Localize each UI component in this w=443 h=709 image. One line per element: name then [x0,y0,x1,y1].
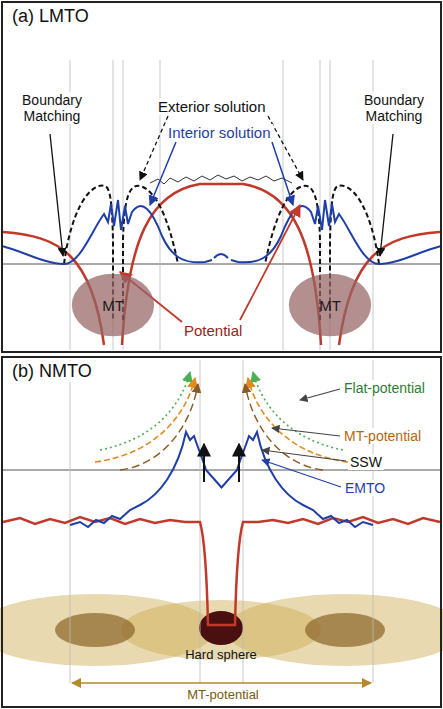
annotation-label: Boundary Matching [8,92,96,124]
annotation-label: EMTO [343,480,387,496]
range-bracket [72,682,371,684]
annotation-label: Interior solution [166,124,273,141]
annotation-label: Hard sphere [181,648,261,663]
sphere-regions [0,594,443,666]
potential-curve [3,184,222,345]
leader-line [50,134,63,256]
nmto-half [3,360,222,683]
sphere-label: MT [319,297,341,314]
leader-line [150,142,176,205]
potential-curve [3,517,222,625]
annotation-label: Flat-potential [342,380,427,396]
panel-heading: (b) NMTO [9,361,95,382]
nmto-half-mirror [221,360,440,683]
annotation-label: MT-potential [342,428,423,444]
interior-solution-curve [214,254,228,258]
leader-line [272,428,340,436]
leader-line [262,460,341,487]
annotation-label: SSW [348,454,384,470]
leader-line [300,389,340,400]
muffin-tin-sphere: MT [71,273,155,337]
sphere-fill [289,274,371,337]
potential-noise [150,175,292,184]
mt-potential-curve [95,378,195,462]
emto-curve [70,432,222,527]
leader-line [272,142,293,205]
leader-line [262,450,346,461]
panel-heading: (a) LMTO [9,6,92,27]
sphere-fill [72,274,154,337]
muffin-tin-sphere: MT [288,273,372,337]
sphere-label: MT [102,297,124,314]
interior-solution-curve [2,200,212,264]
annotation-label: Potential [182,322,244,339]
annotation-label: MT-potential [171,688,275,703]
ssw-curve [120,384,198,470]
drawing-stroke [55,613,135,647]
flat-potential-curve [100,372,190,450]
drawing-stroke [203,444,205,482]
leader-line [380,134,393,256]
panel-frame: (a) LMTO MT MT [1,1,442,353]
annotation-label: Boundary Matching [350,92,438,124]
annotation-label: Exterior solution [156,98,268,115]
